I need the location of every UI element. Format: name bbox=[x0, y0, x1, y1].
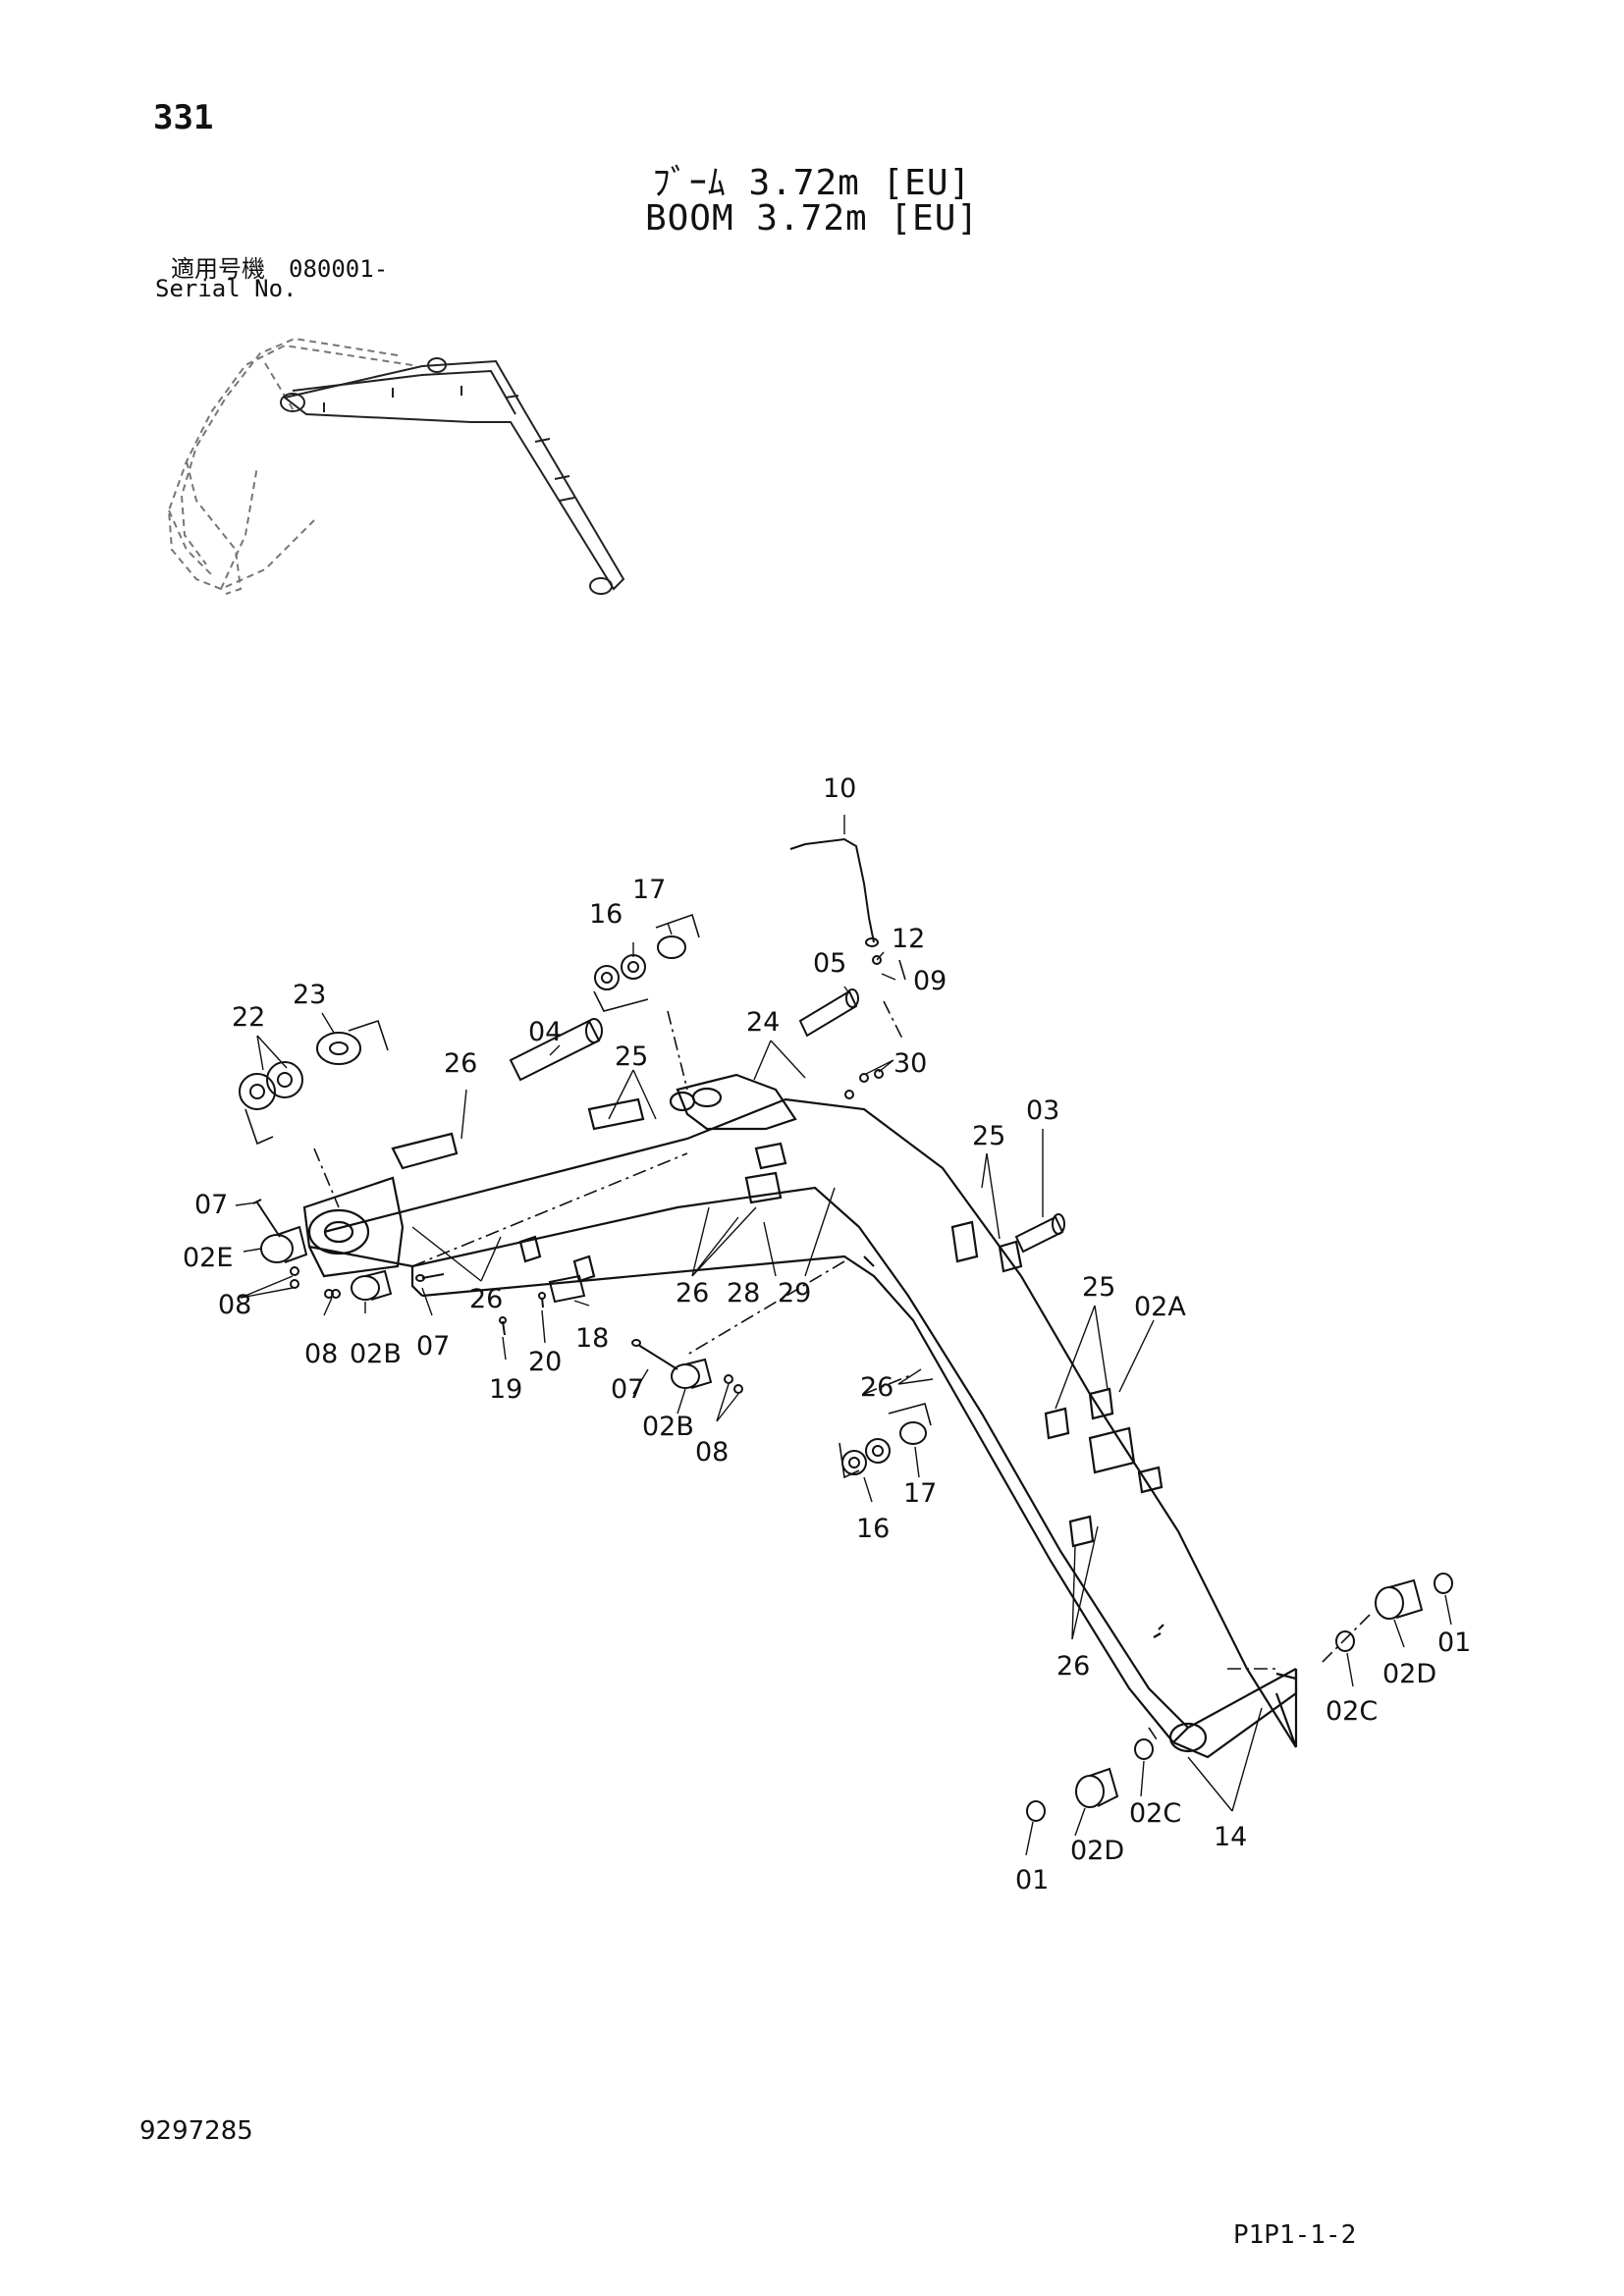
callout-label: 04 bbox=[528, 1017, 562, 1047]
callout-label: 02B bbox=[350, 1339, 402, 1369]
loose-parts bbox=[239, 837, 1453, 1822]
callout-labels: 10 17 16 12 05 09 22 23 04 24 30 25 26 0… bbox=[183, 774, 1471, 1896]
callout-label: 14 bbox=[1214, 1822, 1247, 1852]
callout-label: 02D bbox=[1070, 1836, 1124, 1866]
page-reference: P1P1-1-2 bbox=[1233, 2220, 1357, 2250]
callout-label: 08 bbox=[218, 1290, 251, 1320]
callout-label: 26 bbox=[860, 1372, 893, 1403]
callout-label: 28 bbox=[727, 1278, 760, 1308]
callout-label: 26 bbox=[469, 1284, 503, 1314]
serial-label-japanese: 適用号機 080001- bbox=[171, 255, 389, 283]
callout-label: 07 bbox=[611, 1374, 644, 1405]
callout-label: 20 bbox=[528, 1347, 562, 1377]
callout-label: 17 bbox=[632, 875, 666, 905]
serial-label-english: Serial No. bbox=[155, 275, 298, 302]
callout-label: 09 bbox=[913, 966, 947, 996]
callout-label: 01 bbox=[1437, 1628, 1471, 1658]
callout-label: 26 bbox=[444, 1048, 477, 1079]
leader-lines bbox=[235, 815, 1452, 1856]
part-number: 9297285 bbox=[139, 2116, 253, 2146]
callout-label: 23 bbox=[293, 980, 326, 1010]
callout-label: 29 bbox=[778, 1278, 811, 1308]
callout-label: 26 bbox=[1056, 1651, 1090, 1682]
callout-label: 02C bbox=[1129, 1798, 1181, 1829]
page-number: 331 bbox=[153, 98, 214, 137]
callout-label: 12 bbox=[892, 924, 925, 954]
callout-label: 25 bbox=[972, 1121, 1005, 1151]
callout-label: 02D bbox=[1382, 1659, 1436, 1689]
callout-label: 26 bbox=[676, 1278, 709, 1308]
callout-label: 25 bbox=[615, 1041, 648, 1072]
callout-label: 10 bbox=[823, 774, 856, 804]
callout-label: 02A bbox=[1134, 1292, 1186, 1322]
callout-label: 19 bbox=[489, 1374, 522, 1405]
callout-label: 01 bbox=[1015, 1865, 1049, 1896]
callout-label: 02C bbox=[1326, 1696, 1378, 1727]
callout-label: 16 bbox=[856, 1514, 890, 1544]
callout-label: 25 bbox=[1082, 1272, 1115, 1303]
callout-label: 18 bbox=[575, 1323, 609, 1354]
callout-label: 30 bbox=[893, 1048, 927, 1079]
callout-label: 02E bbox=[183, 1243, 233, 1273]
callout-label: 02B bbox=[642, 1412, 694, 1442]
boom-body bbox=[302, 1073, 1298, 1759]
title-english: BOOM 3.72m [EU] bbox=[644, 198, 980, 239]
callout-label: 05 bbox=[813, 948, 846, 979]
callout-label: 07 bbox=[416, 1331, 450, 1362]
callout-label: 03 bbox=[1026, 1095, 1059, 1126]
title-japanese: ﾌﾞｰﾑ 3.72m [EU] bbox=[652, 163, 972, 203]
callout-label: 22 bbox=[232, 1002, 265, 1033]
callout-label: 24 bbox=[746, 1007, 780, 1038]
callout-label: 16 bbox=[589, 899, 623, 930]
callout-label: 07 bbox=[194, 1190, 228, 1220]
callout-label: 08 bbox=[695, 1437, 729, 1468]
center-lines bbox=[313, 1000, 1371, 1743]
callout-label: 17 bbox=[903, 1478, 937, 1509]
callout-brackets bbox=[244, 913, 932, 1479]
callout-label: 08 bbox=[304, 1339, 338, 1369]
